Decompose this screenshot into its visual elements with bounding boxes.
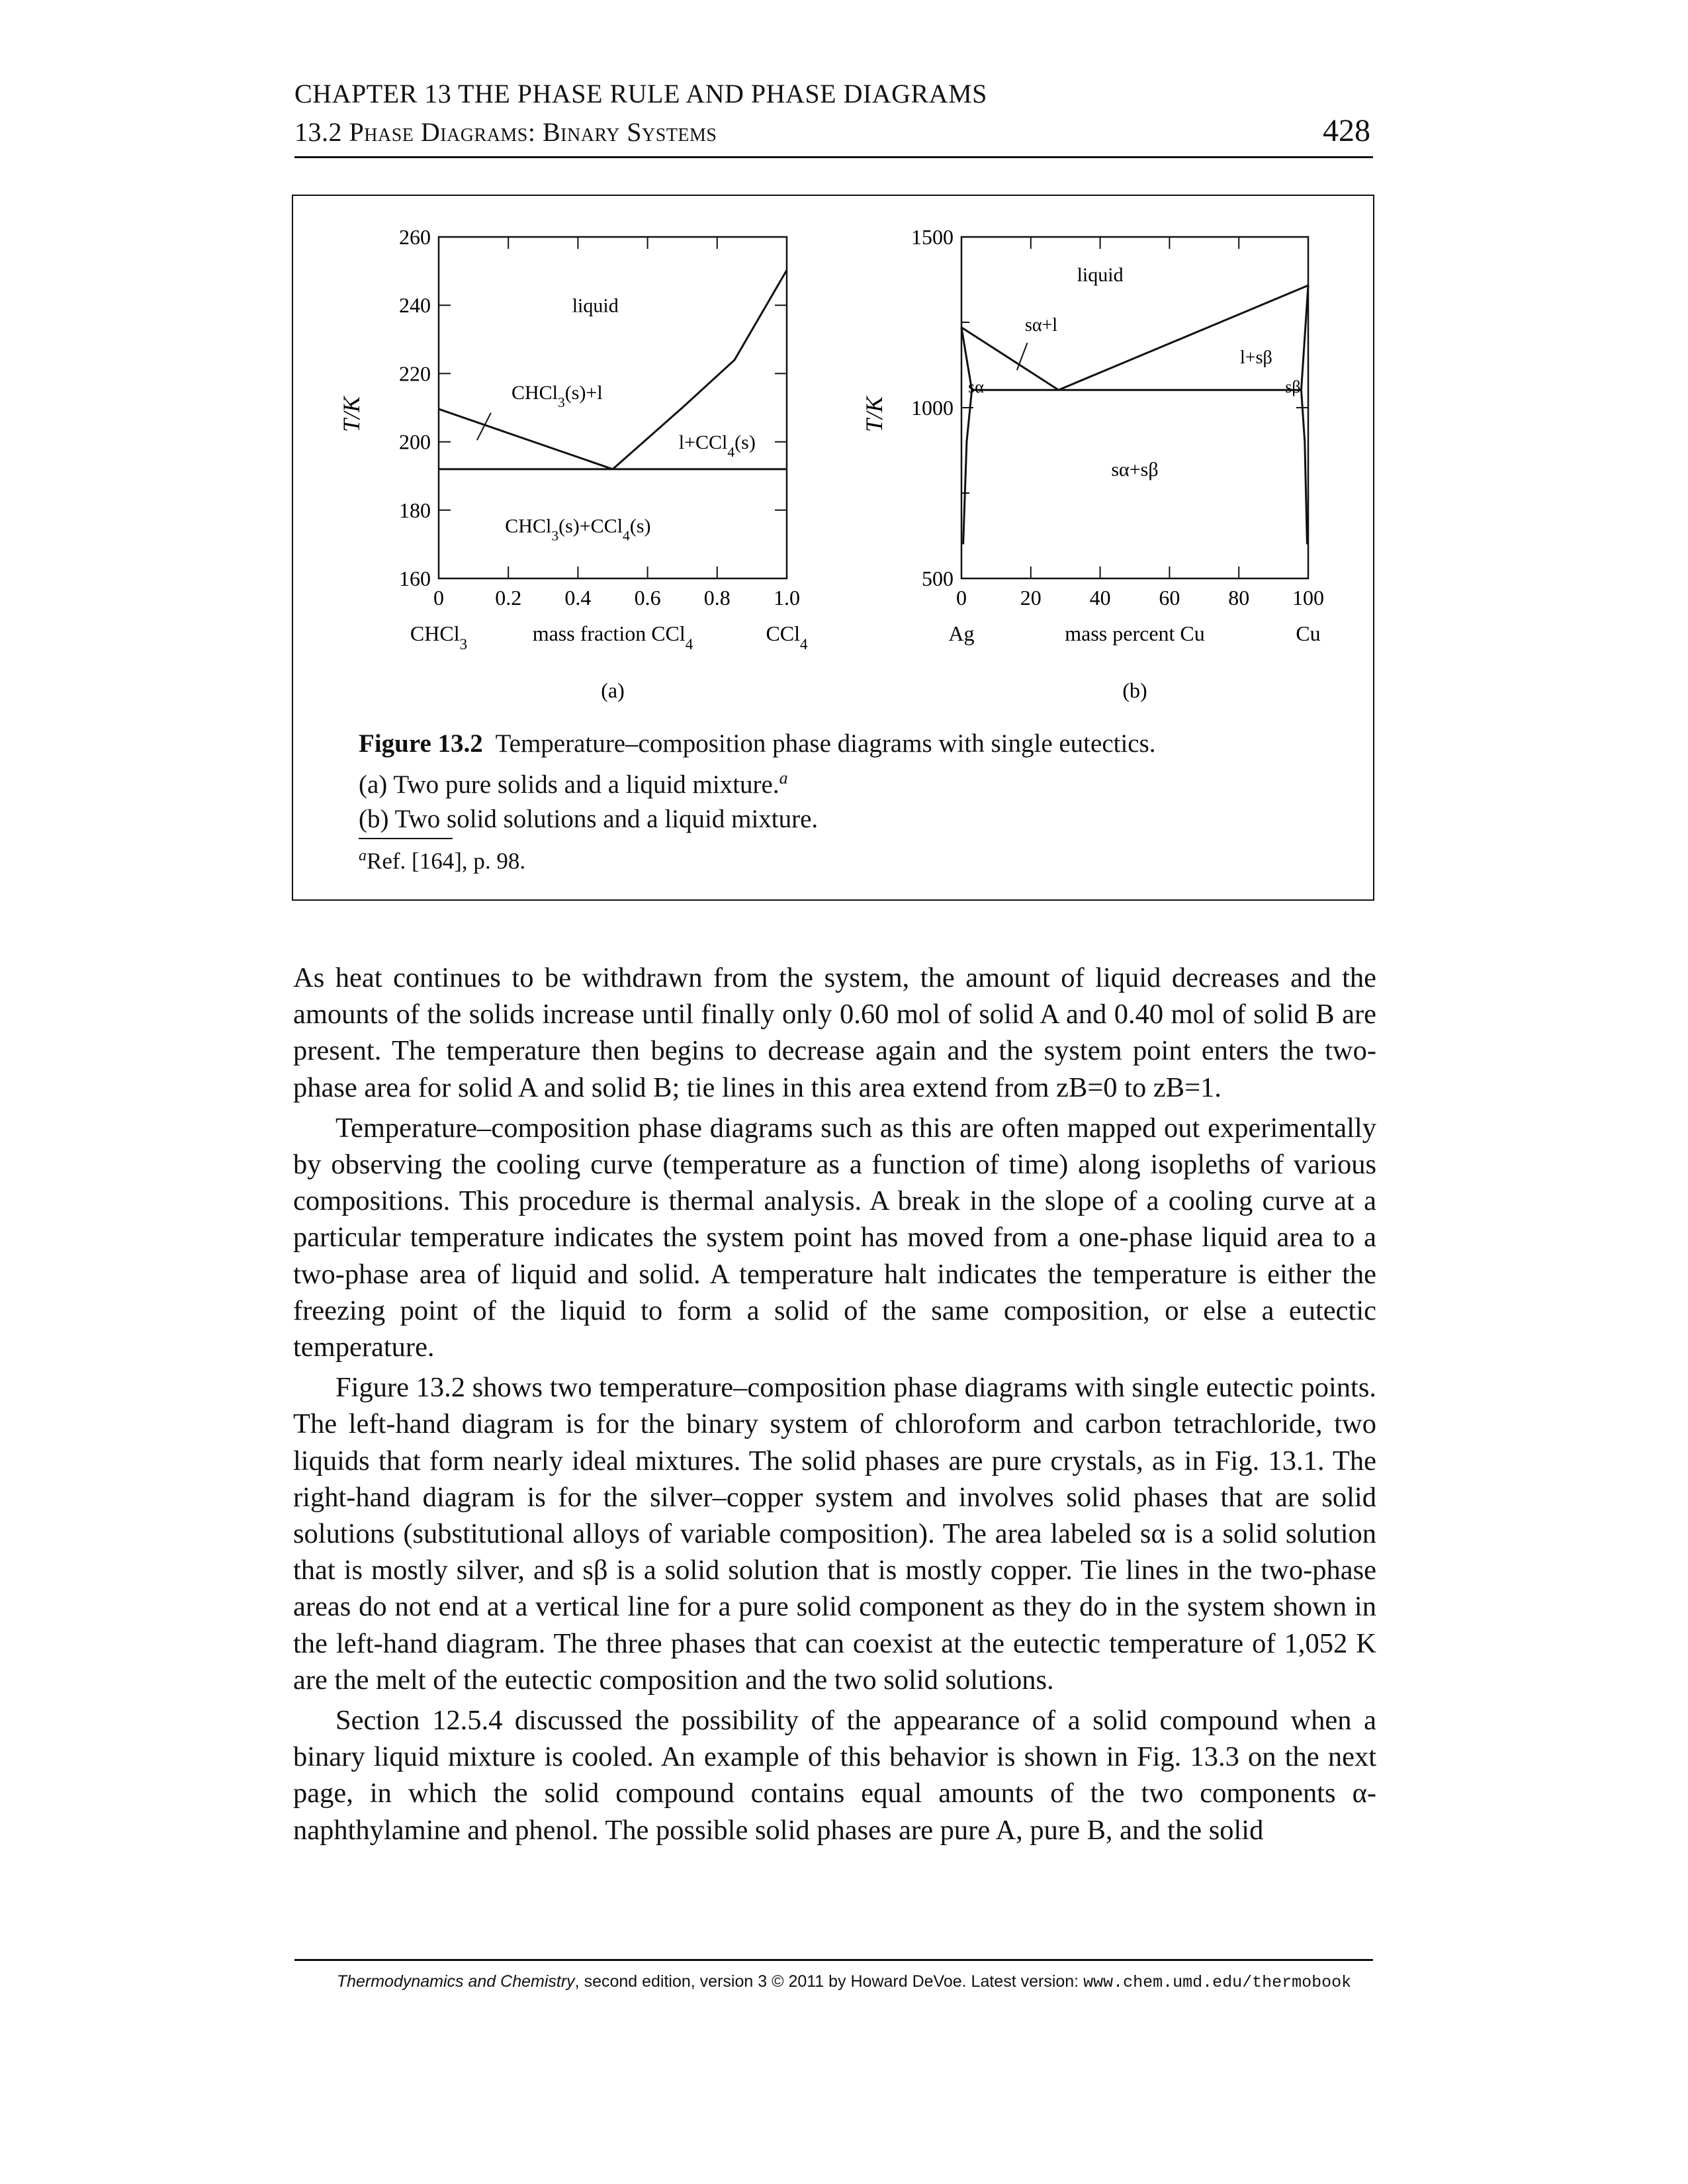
plot-frame bbox=[437, 236, 788, 580]
y-tick-label: 240 bbox=[399, 293, 431, 317]
footer-rule bbox=[294, 1959, 1373, 1961]
header-rule bbox=[294, 156, 1373, 158]
region-s-alpha-liquid: sα+l bbox=[1025, 315, 1057, 336]
x-left-component: Ag bbox=[948, 621, 974, 645]
paragraph-1: As heat continues to be withdrawn from t… bbox=[293, 962, 1376, 1103]
figure-footnote: aRef. [164], p. 98. bbox=[359, 847, 525, 875]
paragraph-2: Temperature–composition phase diagrams s… bbox=[293, 1112, 1376, 1363]
region-liquid-ccl4-solid: l+CCl4(s) bbox=[679, 432, 756, 460]
footnote-rule bbox=[359, 838, 453, 839]
phase-boundary-s-solidus-solvus bbox=[960, 327, 973, 545]
x-axis-label: mass fraction CCl4 bbox=[533, 621, 693, 653]
panel-label: (b) bbox=[1122, 678, 1147, 702]
x-tick-label: 100 bbox=[1292, 586, 1324, 610]
y-tick-label: 1500 bbox=[911, 225, 954, 249]
x-tick-label: 0.8 bbox=[704, 586, 731, 610]
label-pointer-arrow bbox=[476, 412, 492, 441]
caption-a-note: a bbox=[779, 768, 788, 788]
section-header: 13.2 Phase Diagrams: Binary Systems bbox=[294, 117, 717, 147]
region-chcl3-solid-liquid: CHCl3(s)+l bbox=[511, 382, 603, 410]
footer-edition: , second edition, version 3 © 2011 by Ho… bbox=[574, 1972, 1084, 1991]
paragraph-4: Section 12.5.4 discussed the possibility… bbox=[293, 1705, 1376, 1846]
caption-b: (b) Two solid solutions and a liquid mix… bbox=[359, 805, 819, 833]
y-tick-label: 1000 bbox=[911, 396, 954, 420]
x-right-component: Cu bbox=[1296, 621, 1320, 645]
region-s-beta: sβ bbox=[1285, 377, 1300, 396]
caption-label: Figure 13.2 bbox=[359, 729, 483, 758]
x-tick-label: 0.4 bbox=[564, 586, 591, 610]
footer-url: www.chem.umd.edu/thermobook bbox=[1083, 1973, 1352, 1992]
panel-label: (a) bbox=[601, 678, 625, 702]
x-right-component: CCl4 bbox=[766, 621, 808, 653]
x-tick-label: 60 bbox=[1159, 586, 1180, 610]
region-liquid: liquid bbox=[1077, 264, 1124, 286]
figure-caption: Figure 13.2 Temperature–composition phas… bbox=[359, 727, 1338, 837]
y-tick-label: 200 bbox=[399, 430, 431, 454]
x-tick-label: 20 bbox=[1020, 586, 1042, 610]
y-tick-label: 160 bbox=[399, 567, 431, 590]
caption-title: Temperature–composition phase diagrams w… bbox=[495, 729, 1156, 758]
page-footer: Thermodynamics and Chemistry, second edi… bbox=[0, 1972, 1688, 1992]
y-tick-label: 260 bbox=[399, 225, 431, 249]
x-tick-label: 0 bbox=[956, 586, 967, 610]
region-liquid-s-beta: l+sβ bbox=[1240, 347, 1272, 368]
x-tick-label: 0 bbox=[433, 586, 444, 610]
y-axis-label: T/K bbox=[338, 395, 365, 432]
label-pointer-arrow bbox=[1016, 342, 1028, 371]
body-text: As heat continues to be withdrawn from t… bbox=[293, 960, 1376, 1852]
y-axis-label: T/K bbox=[861, 395, 887, 432]
paragraph-3: Figure 13.2 shows two temperature–compos… bbox=[293, 1372, 1376, 1696]
region-two-solids: CHCl3(s)+CCl4(s) bbox=[505, 515, 650, 543]
footnote-mark: a bbox=[359, 847, 367, 864]
x-tick-label: 1.0 bbox=[774, 586, 800, 610]
chapter-header: CHAPTER 13 THE PHASE RULE AND PHASE DIAG… bbox=[294, 79, 987, 109]
page-number: 428 bbox=[1323, 113, 1370, 148]
region-liquid: liquid bbox=[572, 295, 619, 317]
caption-a: (a) Two pure solids and a liquid mixture… bbox=[359, 770, 779, 799]
x-tick-label: 40 bbox=[1090, 586, 1111, 610]
phase-boundary-cu-liquidus bbox=[1058, 284, 1309, 391]
x-left-component: CHCl3 bbox=[410, 621, 467, 653]
phase-boundary-s-solidus-solvus bbox=[1300, 285, 1310, 545]
y-tick-label: 180 bbox=[399, 498, 431, 522]
y-tick-label: 220 bbox=[399, 361, 431, 385]
x-tick-label: 80 bbox=[1228, 586, 1249, 610]
phase-boundary-ag-liquidus bbox=[961, 326, 1059, 391]
x-tick-label: 0.6 bbox=[635, 586, 661, 610]
region-s-alpha: sα bbox=[968, 377, 984, 396]
footnote-text: Ref. [164], p. 98. bbox=[367, 848, 526, 874]
x-tick-label: 0.2 bbox=[495, 586, 521, 610]
y-tick-label: 500 bbox=[922, 567, 954, 590]
footer-book-title: Thermodynamics and Chemistry bbox=[336, 1972, 575, 1991]
phase-boundary-chcl3-liquidus bbox=[438, 408, 613, 471]
x-axis-label: mass percent Cu bbox=[1065, 621, 1205, 645]
region-two-solids: sα+sβ bbox=[1111, 459, 1158, 480]
phase-boundary-ccl4-liquidus bbox=[612, 269, 788, 471]
plot-frame bbox=[960, 236, 1310, 580]
